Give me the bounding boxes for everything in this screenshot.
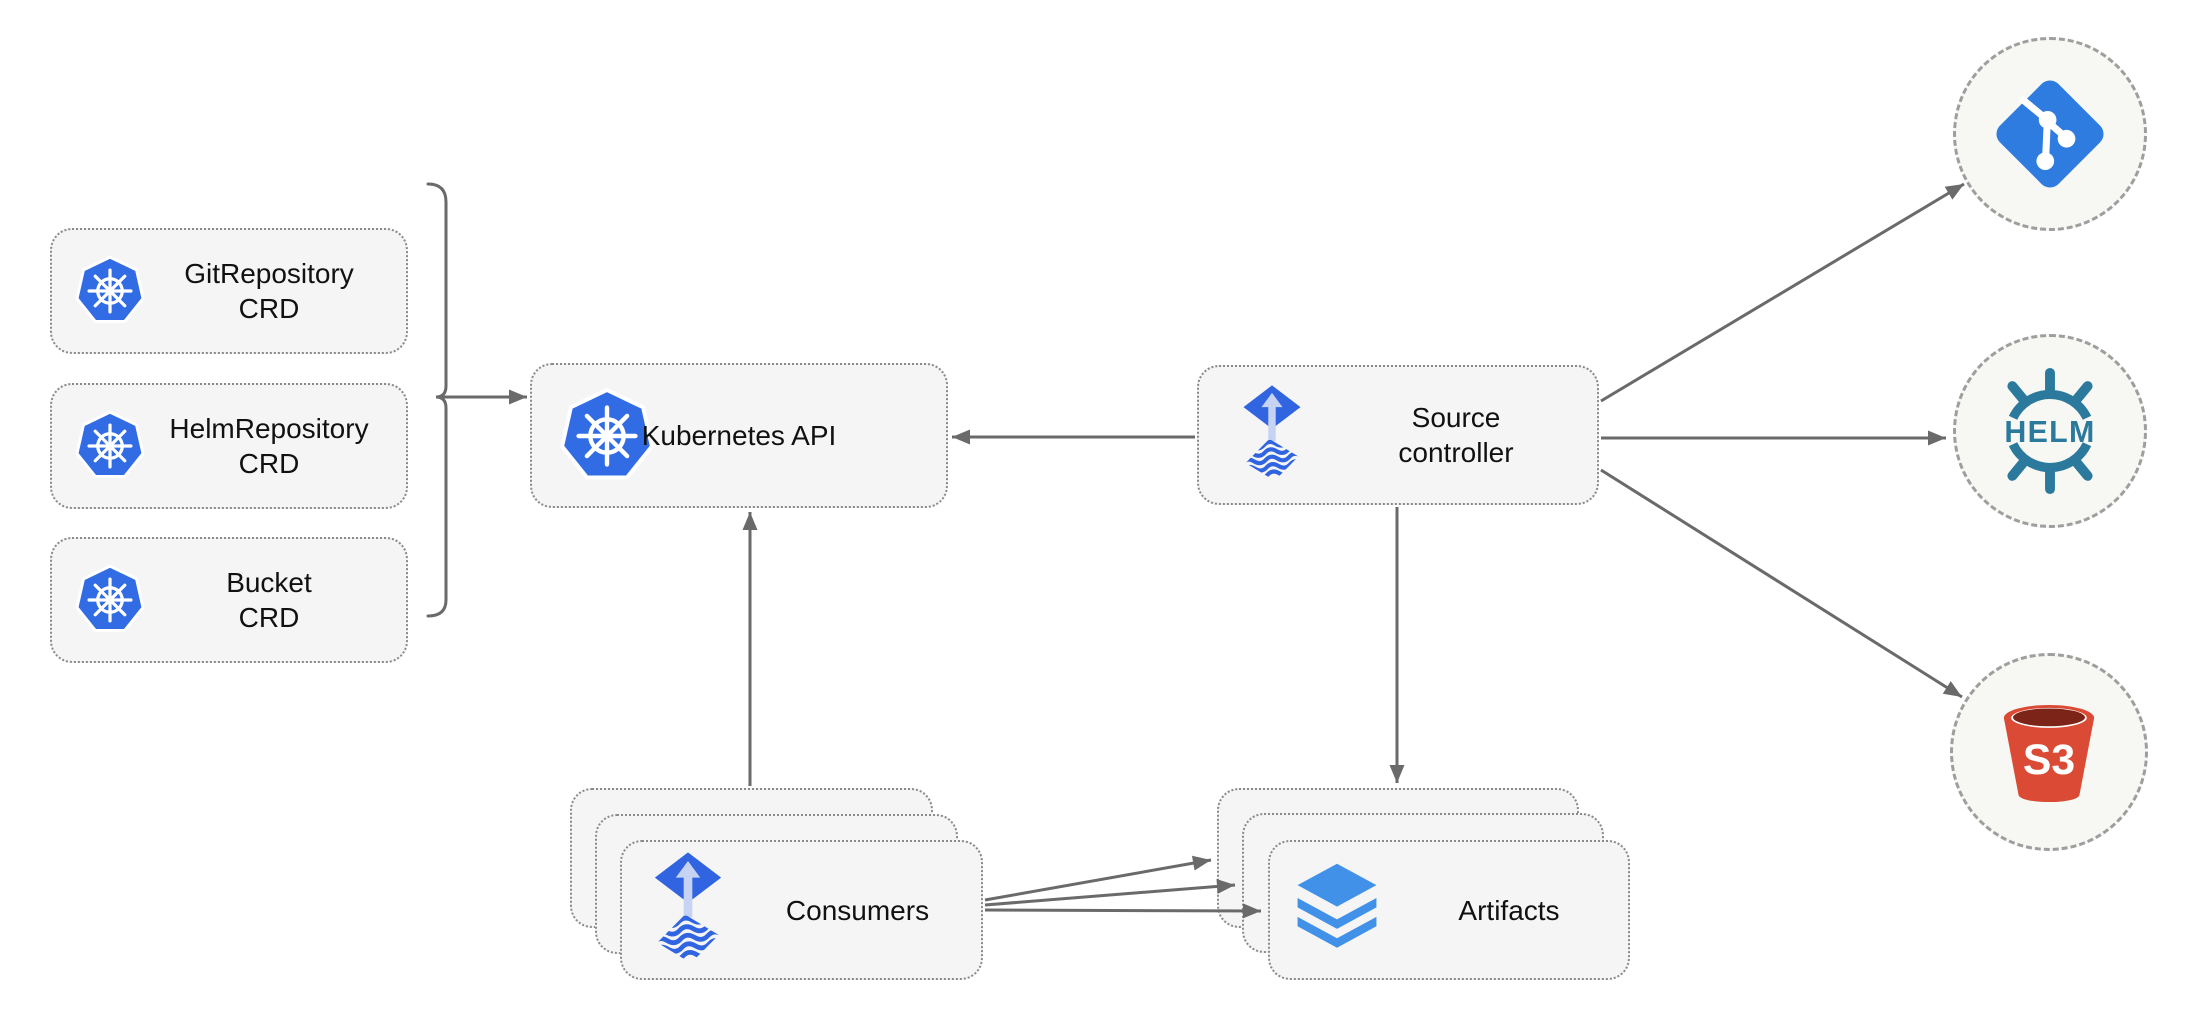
source-controller-box: Source controller <box>1197 365 1599 505</box>
arrow-consumers-to-artifacts-1 <box>984 855 1212 902</box>
arrow-consumers-to-artifacts-2 <box>984 878 1236 907</box>
arrow-source-controller-to-git <box>1600 182 1965 403</box>
crd-group-bracket <box>426 182 448 618</box>
helmrepository-crd-label: HelmRepository CRD <box>169 413 369 479</box>
git-icon <box>1991 75 2109 193</box>
s3-bucket-icon: S3 <box>1988 691 2110 813</box>
consumers-label: Consumers <box>785 894 930 926</box>
kubernetes-icon <box>74 564 146 636</box>
flux-icon <box>1241 385 1303 485</box>
source-controller-label: Source controller <box>1398 402 1514 468</box>
bucket-crd-label: Bucket CRD <box>226 567 312 633</box>
helm-icon: HELM <box>2004 365 2095 497</box>
layers-icon <box>1294 862 1380 958</box>
helmrepository-crd-box: HelmRepository CRD <box>50 383 408 509</box>
gitrepository-crd-box: GitRepository CRD <box>50 228 408 354</box>
git-source-circle <box>1953 37 2147 231</box>
kubernetes-icon <box>74 255 146 327</box>
s3-wordmark: S3 <box>2023 736 2075 784</box>
kubernetes-api-box: Kubernetes API <box>530 363 948 508</box>
artifacts-label: Artifacts <box>1458 894 1560 926</box>
kubernetes-icon <box>74 410 146 482</box>
arrow-source-controller-to-s3 <box>1600 468 1963 699</box>
bucket-crd-box: Bucket CRD <box>50 537 408 663</box>
helm-source-circle: HELM <box>1953 334 2147 528</box>
gitrepository-crd-label: GitRepository CRD <box>184 258 354 324</box>
artifacts-box: Artifacts <box>1268 840 1630 980</box>
s3-source-circle: S3 <box>1950 653 2148 851</box>
helm-wordmark: HELM <box>2004 416 2095 449</box>
kubernetes-api-label: Kubernetes API <box>641 420 837 451</box>
consumers-box: Consumers <box>620 840 983 980</box>
flux-icon <box>652 852 724 968</box>
